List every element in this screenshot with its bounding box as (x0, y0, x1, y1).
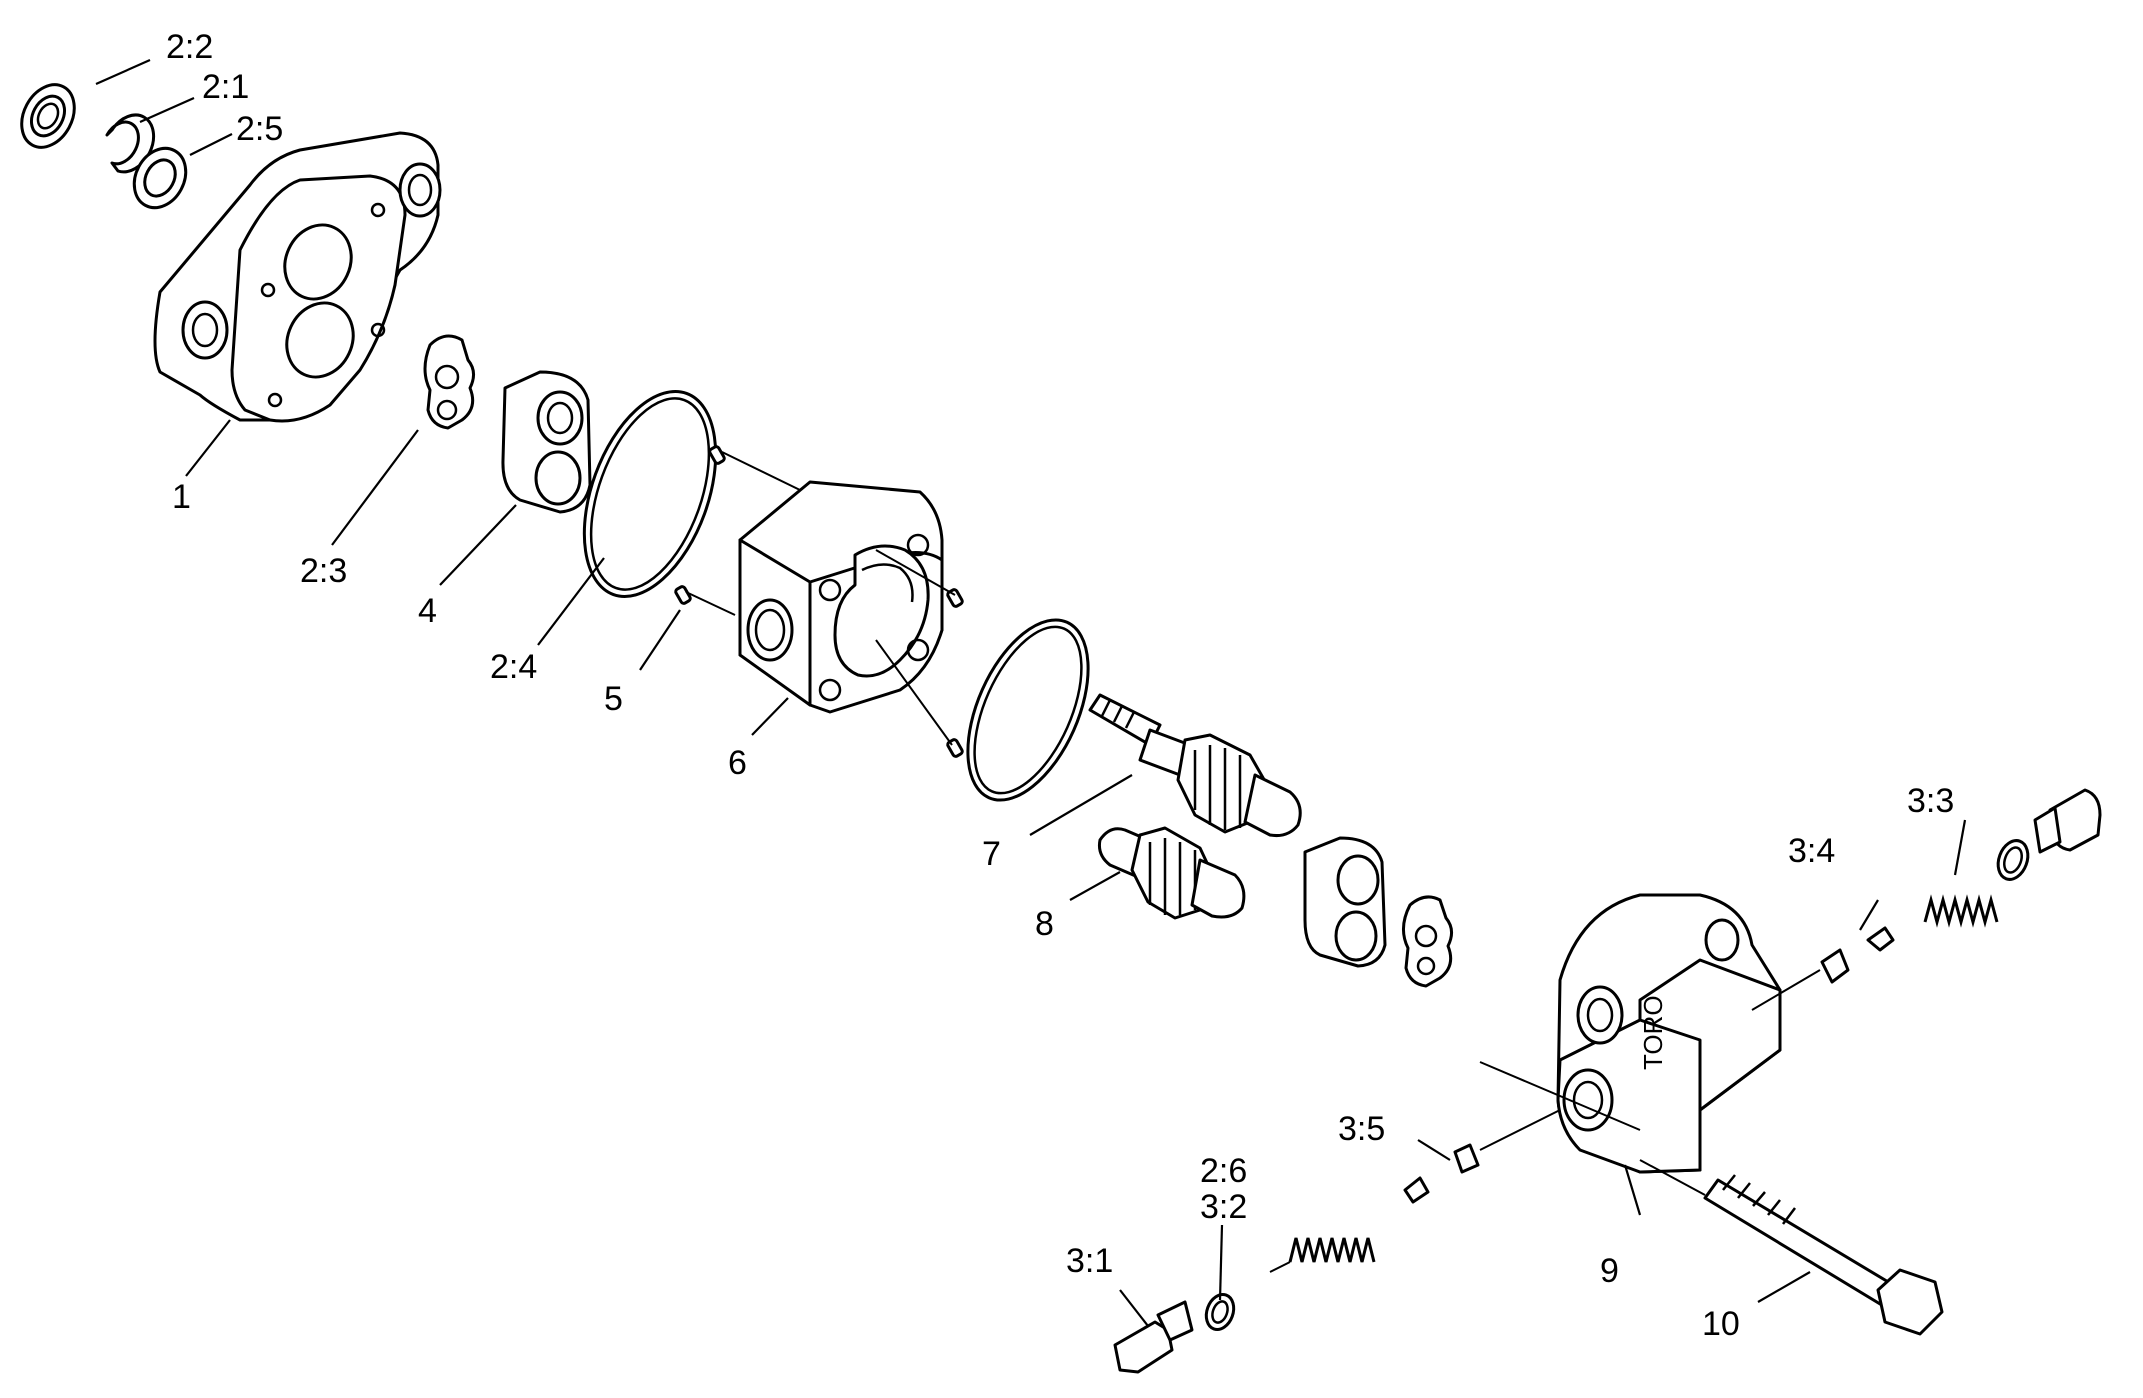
toro-stamp: TORO (1638, 995, 1668, 1070)
relief-plug-lower-part (1113, 1143, 1480, 1374)
label-3-3: 3:3 (1907, 782, 1954, 820)
part-callout-labels: 2:2 2:1 2:5 1 2:3 4 2:4 5 6 7 8 3:4 3:3 … (166, 28, 1954, 1343)
label-2-2: 2:2 (166, 28, 213, 66)
bolt-part (1703, 1174, 1944, 1336)
o-ring-rear-part (966, 618, 1090, 802)
label-1: 1 (172, 478, 191, 516)
label-2-5: 2:5 (236, 110, 283, 148)
label-7: 7 (982, 835, 1001, 873)
driven-gear-part (1098, 826, 1246, 920)
label-5: 5 (604, 680, 623, 718)
assembly-axis-lines (685, 451, 1821, 1273)
label-4: 4 (418, 592, 437, 630)
pressure-seal-front-part (423, 334, 475, 430)
rear-cover-housing-part: TORO (1556, 893, 1782, 1174)
bearing-block-front-part (501, 370, 592, 514)
retaining-ring-part (105, 113, 156, 174)
pressure-seal-rear-part (1402, 895, 1453, 988)
label-3-2: 3:2 (1200, 1188, 1247, 1226)
label-6: 6 (728, 744, 747, 782)
label-2-3-front: 2:3 (300, 552, 347, 590)
label-9: 9 (1600, 1252, 1619, 1290)
bearing-part (132, 146, 188, 210)
gear-body-part (738, 480, 944, 714)
relief-plug-upper-part (1820, 788, 2102, 984)
label-2-4: 2:4 (490, 648, 537, 686)
label-8: 8 (1035, 905, 1054, 943)
shaft-seal-part (20, 83, 76, 149)
label-3-5: 3:5 (1338, 1110, 1385, 1148)
label-2-6: 2:6 (1200, 1152, 1247, 1190)
front-flange-plate-part (153, 131, 442, 423)
bearing-block-rear-part (1303, 836, 1387, 968)
drive-gear-shaft-part (1088, 693, 1302, 837)
label-3-4: 3:4 (1788, 832, 1835, 870)
label-2-1: 2:1 (202, 68, 249, 106)
label-3-1: 3:1 (1066, 1242, 1113, 1280)
o-ring-front-part (582, 390, 718, 598)
leader-lines (95, 58, 1967, 1327)
label-10: 10 (1702, 1305, 1740, 1343)
